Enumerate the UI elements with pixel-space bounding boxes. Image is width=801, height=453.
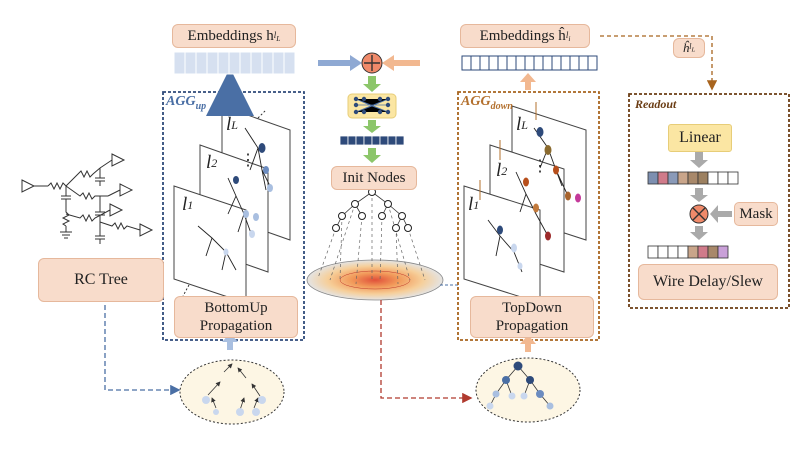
agg-up-label: AGGup — [166, 94, 207, 112]
readout-label: Readout — [635, 97, 677, 111]
times-circle-icon — [689, 204, 709, 224]
init-to-topdown-arrow — [380, 300, 473, 404]
wire-delay-slew-box: Wire Delay/Slew — [638, 264, 778, 300]
bottomup-graph-circle — [179, 359, 285, 425]
embed-to-readout-arrow — [600, 35, 718, 91]
readout-arrows — [690, 152, 732, 240]
neural-net-icon — [347, 93, 397, 119]
rc-circuit-schematic — [21, 153, 154, 244]
agg-down-frame — [457, 91, 600, 341]
topdown-graph-circle — [475, 357, 581, 423]
init-tree-graph — [306, 188, 444, 301]
linear-box: Linear — [668, 124, 732, 152]
mask-box: Mask — [734, 202, 778, 226]
layer-dots-up: ⋮ — [240, 152, 256, 169]
rc-to-graph-arrow — [104, 305, 181, 396]
readout-feature-row — [647, 171, 739, 185]
plus-circle-icon — [361, 52, 383, 74]
init-nodes-box: Init Nodes — [331, 166, 417, 190]
layer-dots-down: ⋮ — [532, 158, 548, 175]
bottomup-layers — [173, 105, 291, 304]
embeddings-left-grid — [173, 51, 296, 75]
embeddings-right-grid — [461, 55, 598, 71]
center-embedding-row — [339, 135, 405, 146]
readout-masked-row — [647, 245, 729, 259]
center-green-arrows — [363, 76, 381, 163]
readout-frame — [628, 93, 790, 309]
rc-tree-box: RC Tree — [38, 258, 164, 302]
agg-down-label: AGGdown — [461, 94, 513, 112]
topdown-layers — [463, 102, 587, 304]
